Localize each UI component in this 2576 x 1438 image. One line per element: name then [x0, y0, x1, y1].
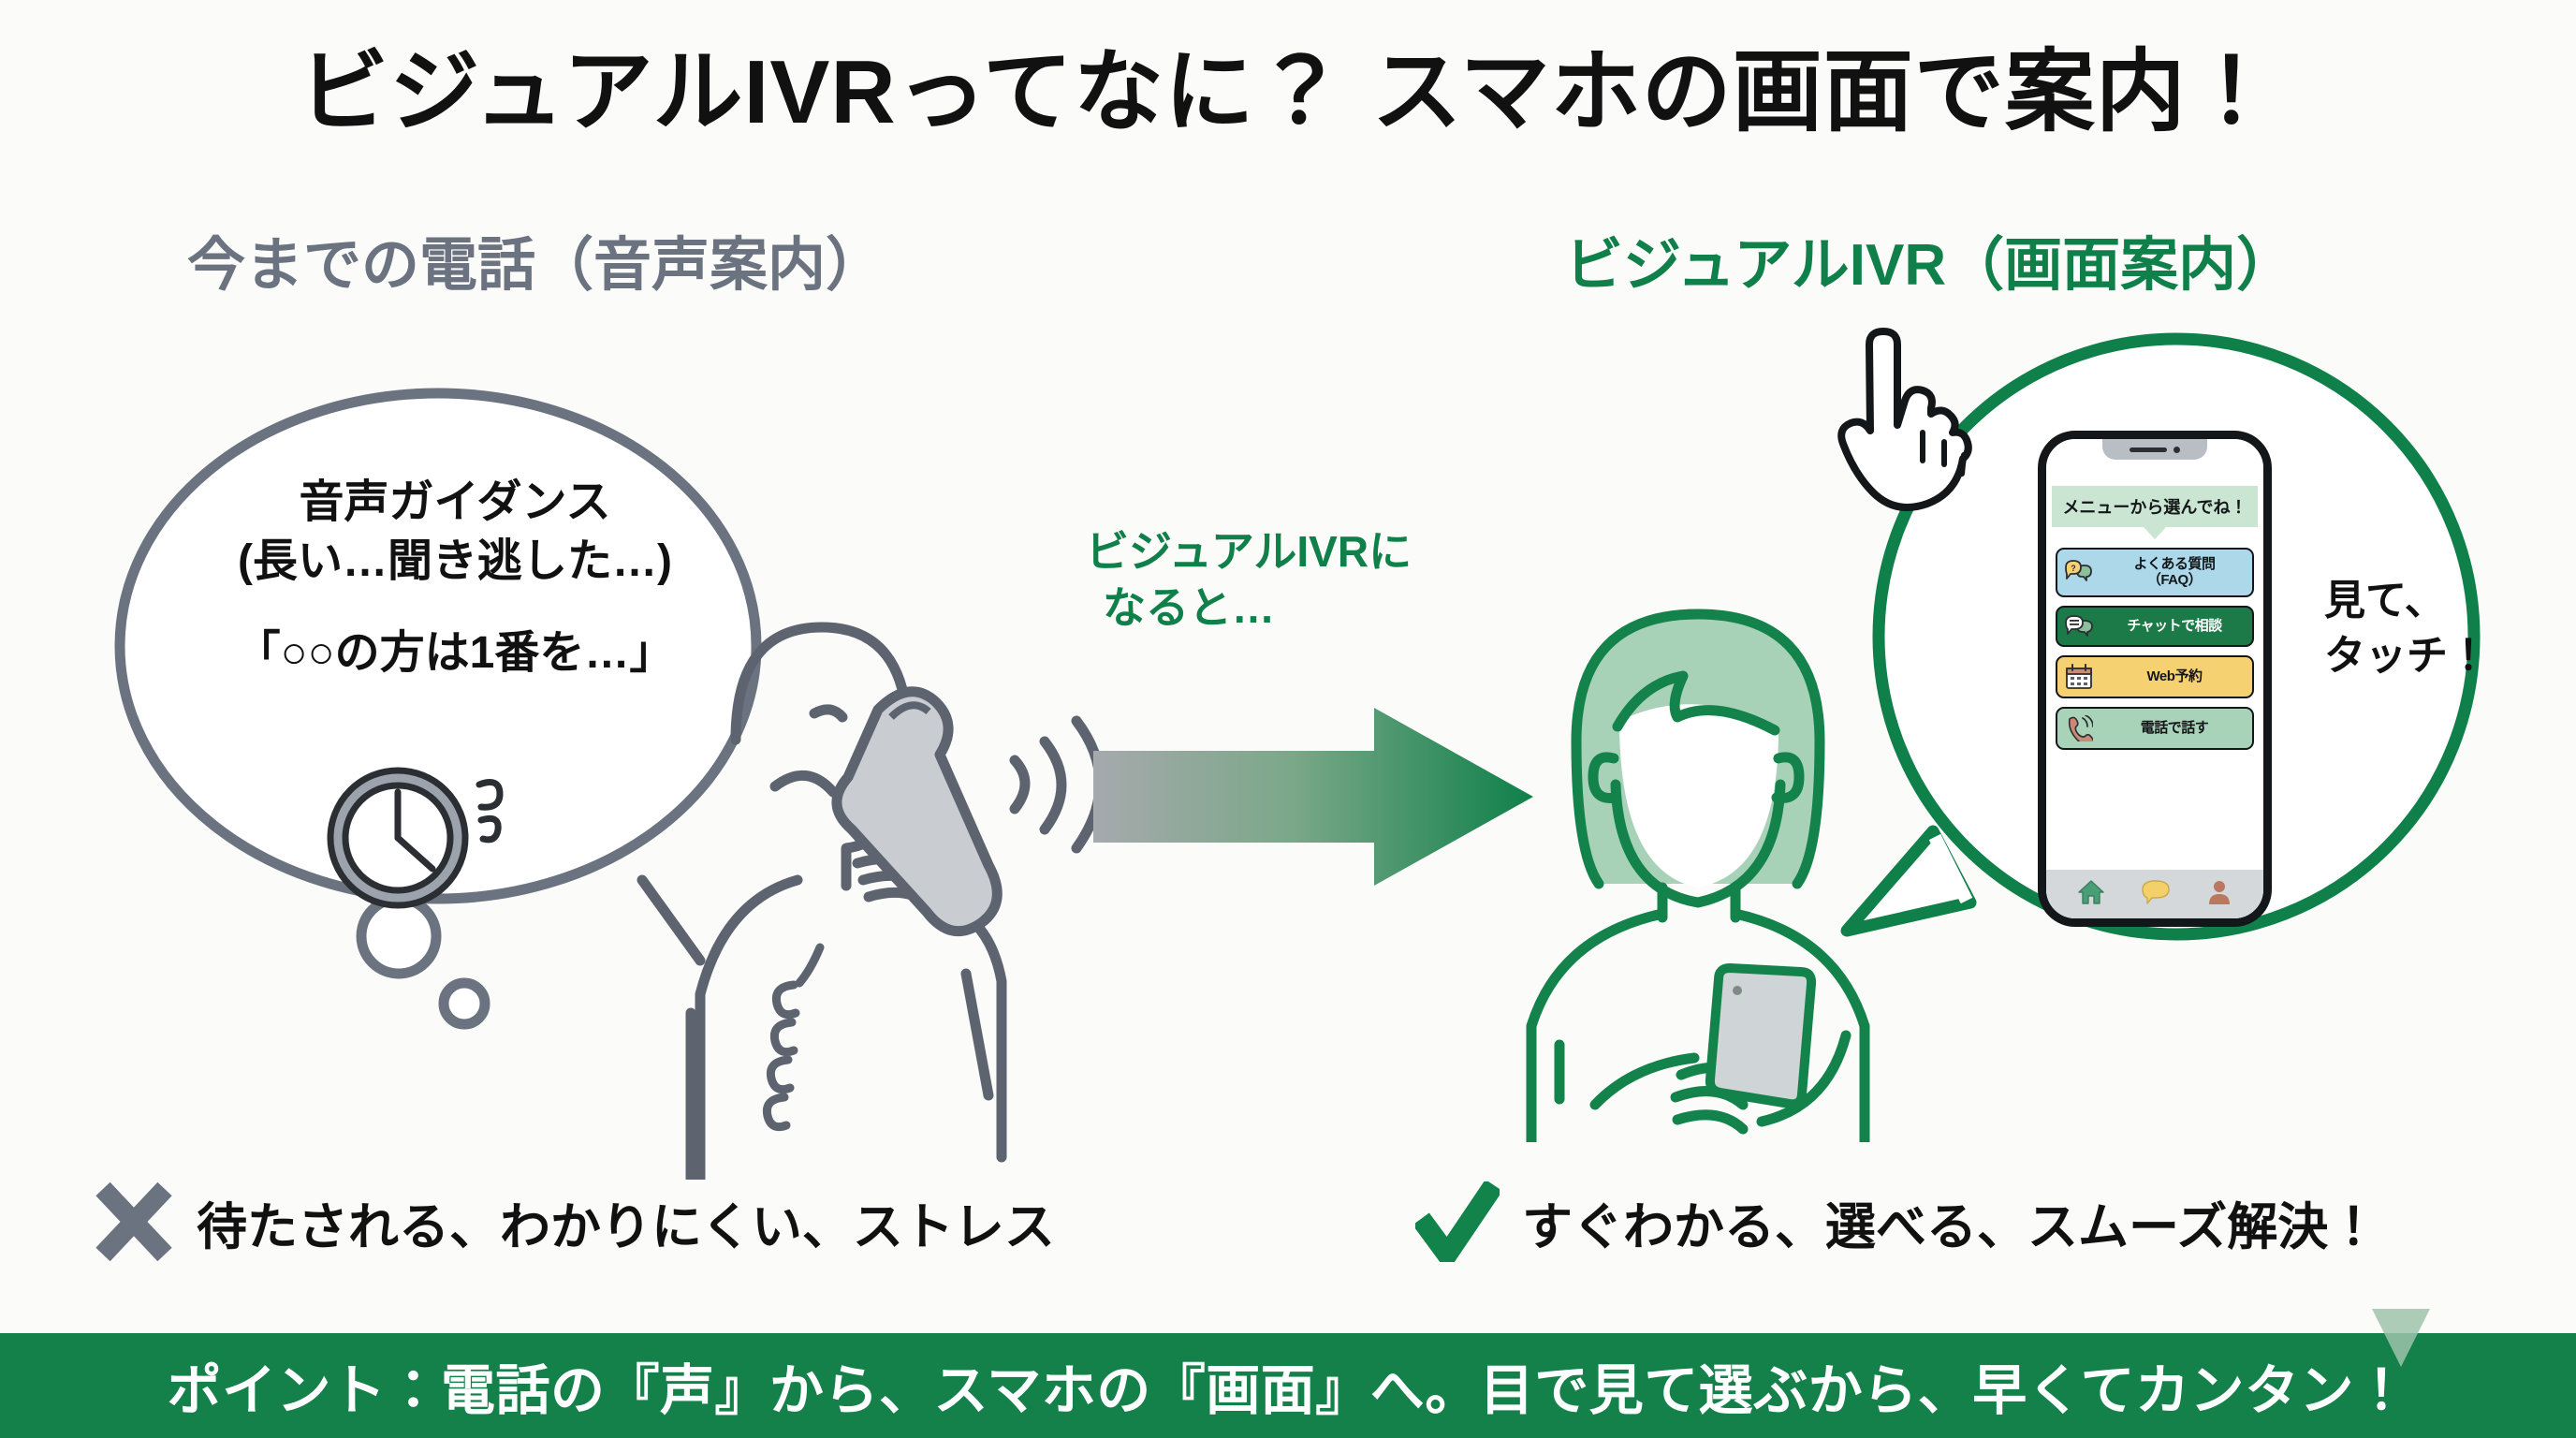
menu-item-web-reservation[interactable]: Web予約: [2056, 654, 2254, 698]
phone-tabbar: [2046, 870, 2263, 918]
phone-notch: [2102, 439, 2207, 460]
menu-item-chat[interactable]: チャットで相談: [2056, 605, 2254, 647]
left-column-heading: 今までの電話（音声案内）: [187, 233, 885, 298]
x-mark-icon: [95, 1181, 172, 1262]
menu-item-faq-label: よくある質問 （FAQ）: [2133, 556, 2216, 589]
clock-icon: [327, 767, 504, 909]
phone-screen: メニューから選んでね！ ? よくある質問 （FAQ）: [2046, 439, 2263, 918]
speech-bubble-outline-icon: [114, 388, 762, 1030]
visual-ivr-speech-bubble: メニューから選んでね！ ? よくある質問 （FAQ）: [1830, 328, 2523, 1002]
page-title: ビジュアルIVRってなに？ スマホの画面で案内！: [299, 42, 2277, 142]
menu-item-phone-call-label: 電話で話す: [2140, 719, 2209, 736]
speech-bubble-text: 音声ガイダンス (長い…聞き逃した…) 「○○の方は1番を…」: [146, 473, 764, 682]
arrow-label-line-2: なると…: [1103, 582, 1275, 632]
woman-with-smartphone-illustration: [1526, 609, 1870, 1142]
person-on-landline-illustration: [637, 622, 1105, 1180]
right-arrow-icon: [1093, 708, 1533, 886]
menu-item-phone-call[interactable]: 電話で話す: [2056, 706, 2254, 750]
arrow-label: ビジュアルIVRに なると…: [1086, 524, 1535, 637]
touch-label-line-2: タッチ！: [2324, 633, 2489, 680]
voice-guidance-speech-bubble: 音声ガイダンス (長い…聞き逃した…) 「○○の方は1番を…」: [101, 374, 812, 1030]
svg-text:?: ?: [2071, 564, 2076, 573]
bubble-line-3: 「○○の方は1番を…」: [235, 627, 675, 678]
check-mark-icon: [1415, 1181, 1500, 1262]
menu-banner: メニューから選んでね！: [2052, 486, 2258, 527]
chat-icon[interactable]: [2141, 879, 2171, 910]
right-column-heading: ビジュアルIVR（画面案内）: [1565, 233, 2295, 298]
left-result-text: 待たされる、わかりにくい、ストレス: [197, 1198, 1055, 1255]
menu-item-chat-label: チャットで相談: [2127, 617, 2222, 634]
menu-item-web-reservation-label: Web予約: [2146, 668, 2203, 684]
pointing-hand-cursor-icon: [1837, 328, 1972, 511]
question-chat-icon: ?: [2063, 560, 2095, 584]
footer-text: ポイント：電話の『声』から、スマホの『画面』へ。目で見て選ぶから、早くてカンタン…: [167, 1360, 2409, 1421]
front-camera-icon: [2174, 446, 2180, 453]
right-result-text: すぐわかる、選べる、スムーズ解決！: [1522, 1198, 2379, 1255]
speaker-slot-icon: [2130, 447, 2167, 452]
right-result-row: すぐわかる、選べる、スムーズ解決！: [1415, 1181, 2378, 1262]
chat-bubble-icon: [2063, 614, 2095, 638]
arrow-label-line-1: ビジュアルIVRに: [1086, 527, 1412, 576]
transition-arrow-group: ビジュアルIVRに なると…: [1086, 524, 1573, 899]
ivr-menu-list: ? よくある質問 （FAQ）: [2046, 548, 2263, 870]
phone-handset-icon: [2063, 714, 2095, 741]
touch-label-line-1: 見て、: [2324, 578, 2446, 624]
person-icon[interactable]: [2206, 879, 2232, 910]
bubble-line-2: (長い…聞き逃した…): [238, 536, 672, 587]
left-result-row: 待たされる、わかりにくい、ストレス: [94, 1181, 1055, 1262]
bubble-line-1: 音声ガイダンス: [299, 477, 611, 527]
home-icon[interactable]: [2077, 879, 2105, 910]
calendar-icon: [2063, 663, 2095, 690]
smartphone-mockup: メニューから選んでね！ ? よくある質問 （FAQ）: [2038, 431, 2272, 927]
footer-banner: ポイント：電話の『声』から、スマホの『画面』へ。目で見て選ぶから、早くてカンタン…: [0, 1309, 2576, 1438]
menu-item-faq[interactable]: ? よくある質問 （FAQ）: [2056, 548, 2254, 597]
see-and-touch-label: 見て、 タッチ！: [2324, 573, 2539, 684]
